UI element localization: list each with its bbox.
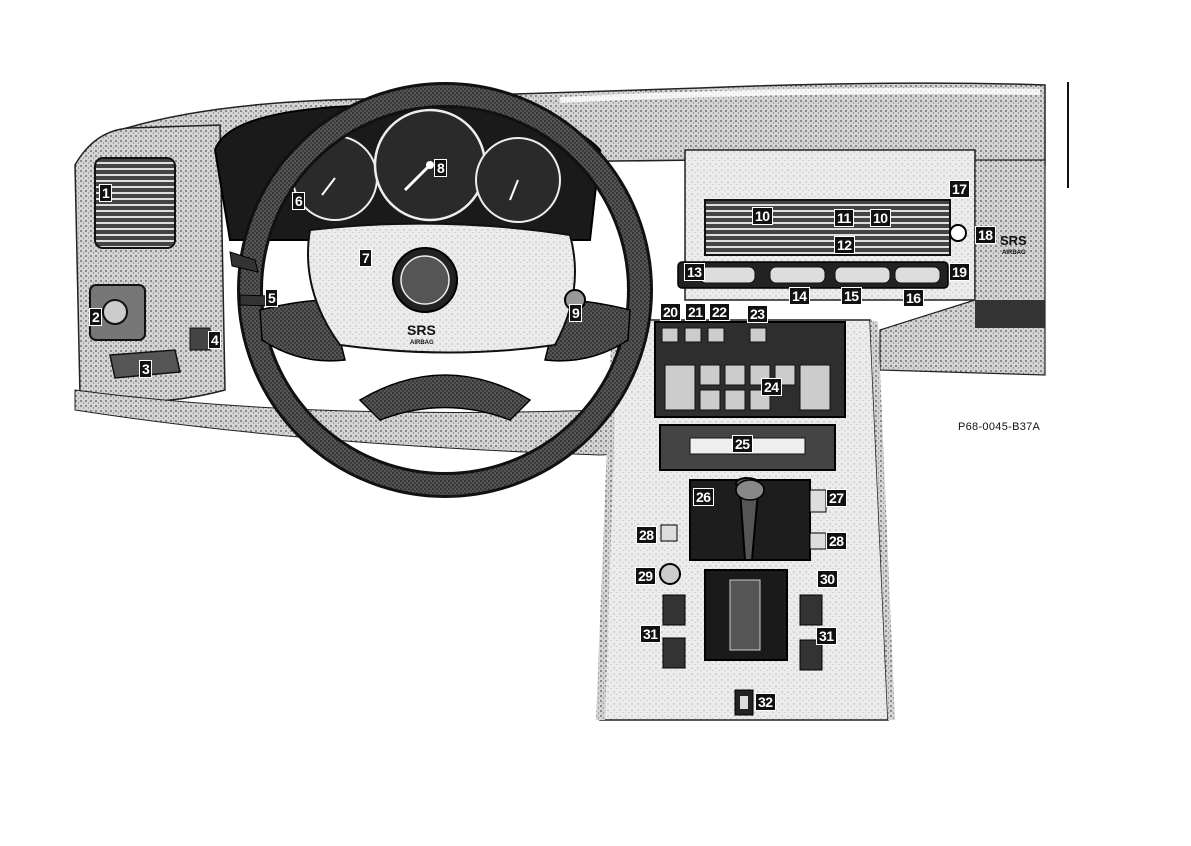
lower-left-switch <box>190 328 210 350</box>
callout-3: 3 <box>139 360 152 378</box>
callout-2: 2 <box>89 308 102 326</box>
callout-12: 12 <box>834 236 855 254</box>
left-console-switch-2 <box>663 638 685 668</box>
callout-29: 29 <box>635 567 656 585</box>
cigarette-lighter <box>660 564 680 584</box>
callout-21: 21 <box>685 303 706 321</box>
right-dash-switch-18 <box>950 225 966 241</box>
callout-30: 30 <box>817 570 838 588</box>
callout-10-left: 10 <box>752 207 773 225</box>
dash-srs-label: SRS <box>1000 233 1027 248</box>
right-upper-switch <box>810 490 826 512</box>
callout-5: 5 <box>265 289 278 307</box>
callout-25: 25 <box>732 435 753 453</box>
callout-22: 22 <box>709 303 730 321</box>
steering-airbag-label: AIRBAG <box>410 340 434 346</box>
left-air-vent <box>95 158 175 248</box>
callout-6: 6 <box>292 192 305 210</box>
callout-16: 16 <box>903 289 924 307</box>
center-air-vents <box>705 200 950 255</box>
callout-9: 9 <box>569 304 582 322</box>
callout-11: 11 <box>834 209 854 227</box>
callout-13: 13 <box>684 263 705 281</box>
right-seat-switch <box>810 533 826 549</box>
callout-31-left: 31 <box>640 625 661 643</box>
right-console-switch-1 <box>800 595 822 625</box>
callout-31-right: 31 <box>816 627 837 645</box>
callout-28-left: 28 <box>636 526 657 544</box>
dash-airbag-label: AIRBAG <box>1002 250 1026 256</box>
callout-18: 18 <box>975 226 996 244</box>
callout-10-right: 10 <box>870 209 891 227</box>
callout-14: 14 <box>789 287 810 305</box>
steering-srs-label: SRS <box>407 322 436 338</box>
callout-19: 19 <box>949 263 970 281</box>
left-seat-switch <box>661 525 677 541</box>
callout-4: 4 <box>208 331 221 349</box>
callout-23: 23 <box>747 305 768 323</box>
callout-7: 7 <box>359 249 372 267</box>
callout-17: 17 <box>949 180 970 198</box>
callout-15: 15 <box>841 287 862 305</box>
callout-26: 26 <box>693 488 714 506</box>
callout-24: 24 <box>761 378 782 396</box>
callout-8: 8 <box>434 159 447 177</box>
left-console-switch-1 <box>663 595 685 625</box>
callout-27: 27 <box>826 489 847 507</box>
callout-20: 20 <box>660 303 681 321</box>
callout-28-right: 28 <box>826 532 847 550</box>
callout-32: 32 <box>755 693 776 711</box>
right-dash-trim <box>975 300 1045 328</box>
callout-1: 1 <box>99 184 112 202</box>
reference-code: P68-0045-B37A <box>958 421 1040 433</box>
